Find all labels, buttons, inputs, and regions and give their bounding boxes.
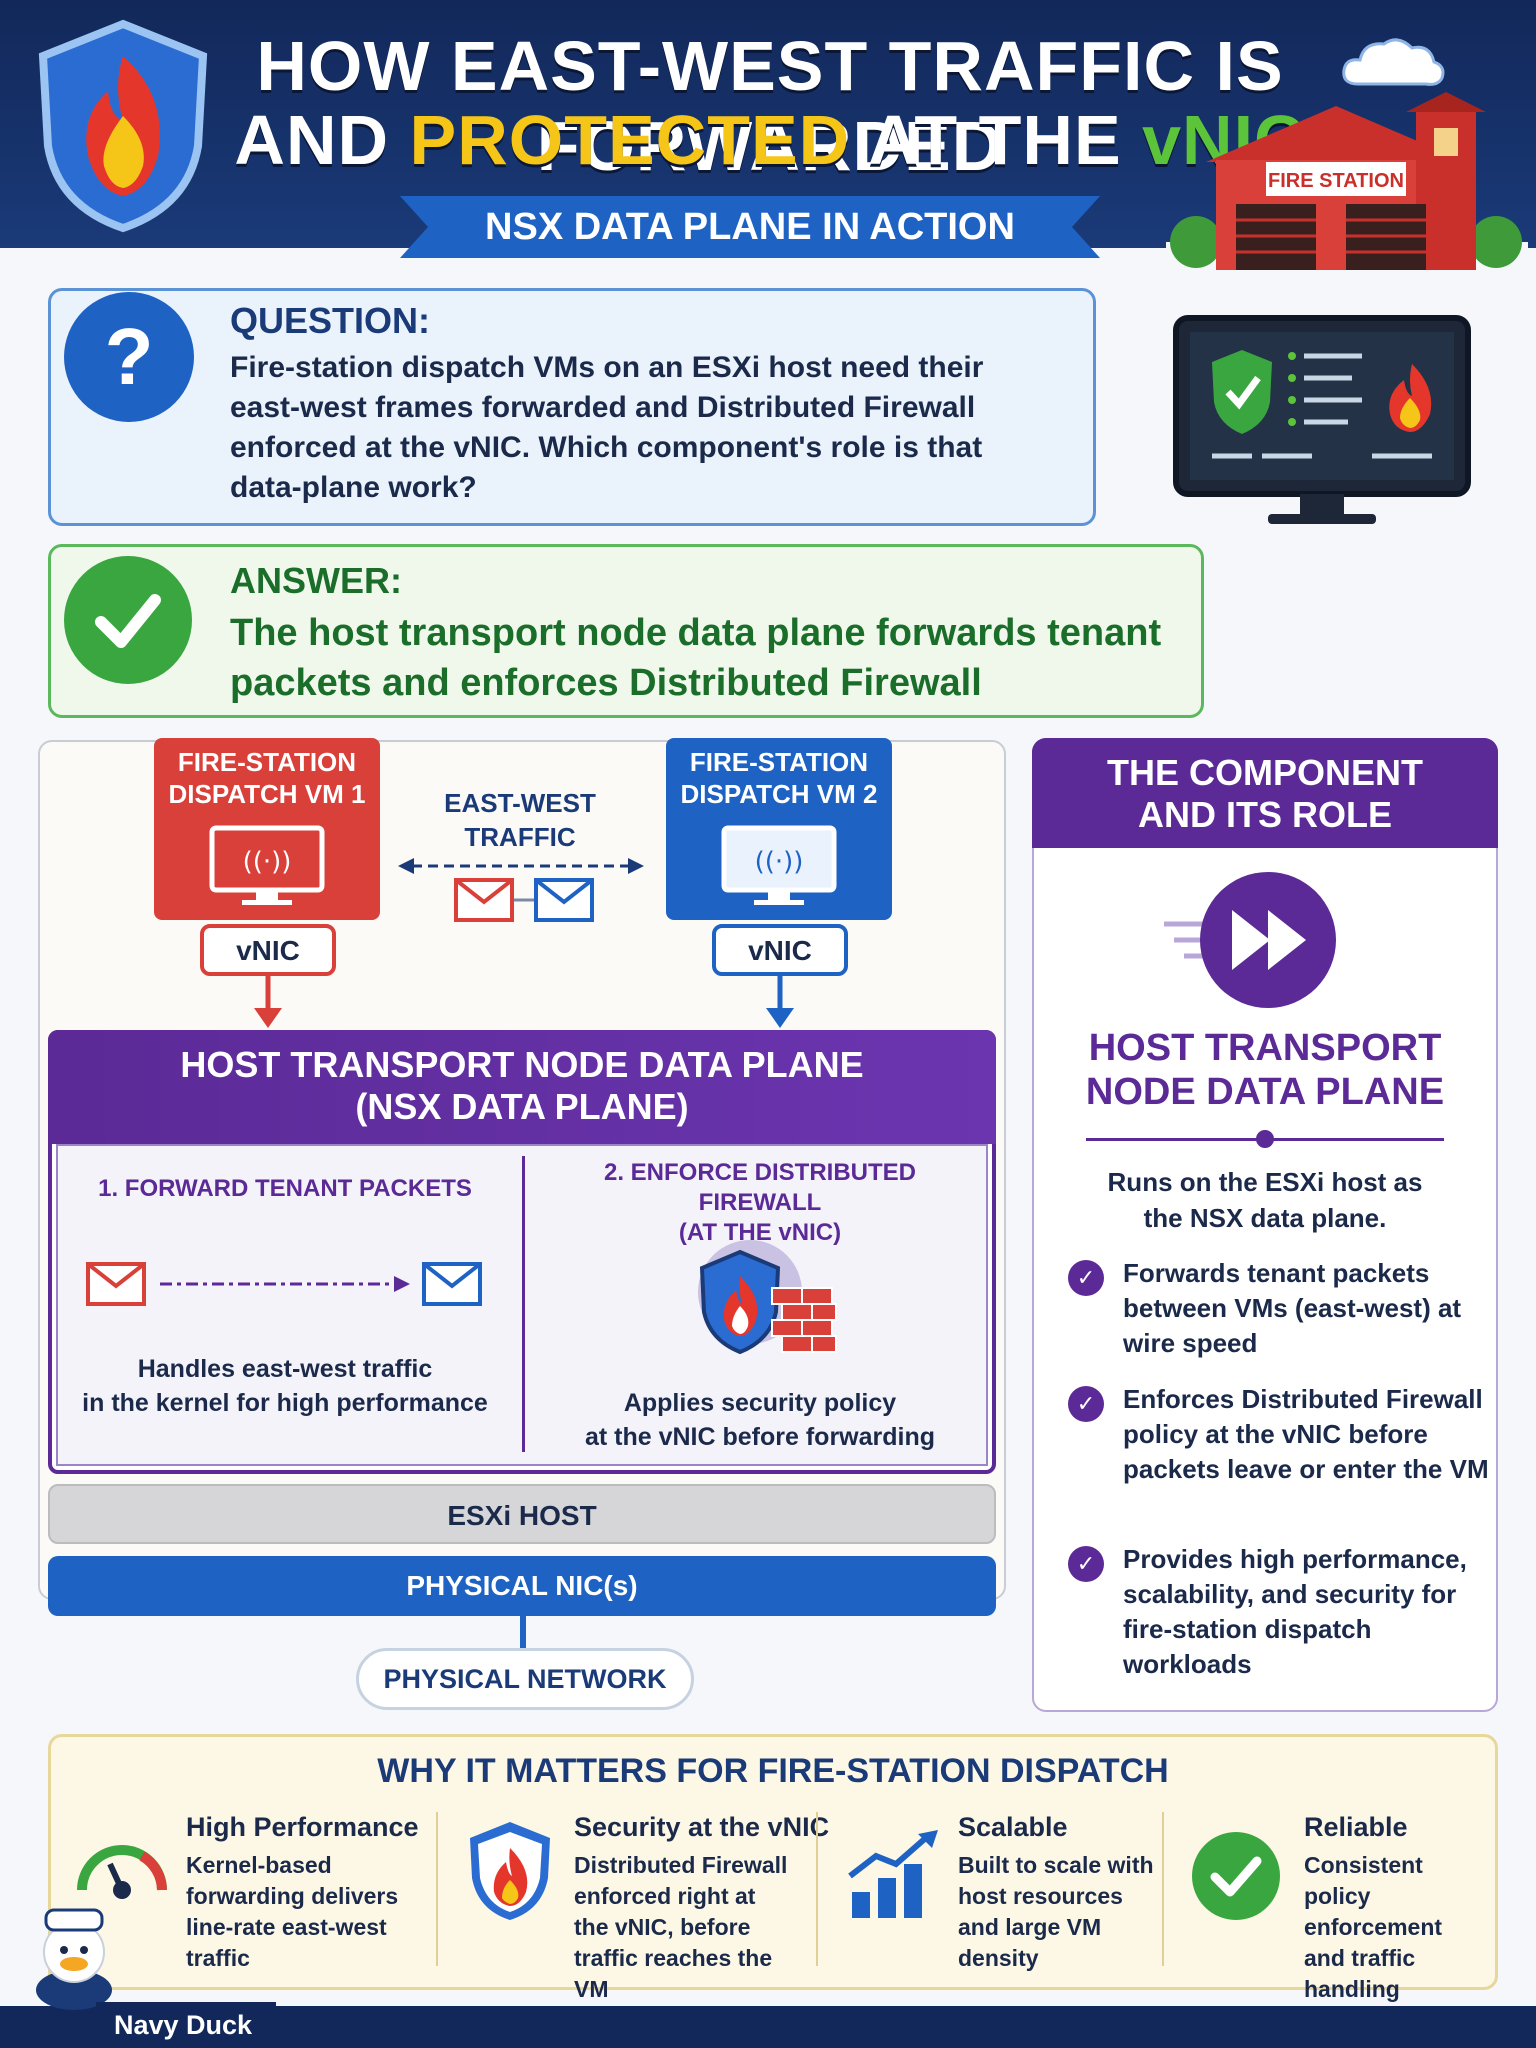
why-divider [1162, 1812, 1164, 1966]
answer-text: The host transport node data plane forwa… [230, 612, 1162, 704]
vm2-monitor-icon: ((·)) [721, 825, 837, 905]
step-divider [522, 1156, 525, 1452]
role-panel-heading: THE COMPONENT AND ITS ROLE [1032, 738, 1498, 848]
east-west-arrow [398, 858, 644, 922]
answer-box [48, 544, 1204, 718]
question-box [48, 288, 1096, 526]
title-line-1: HOW EAST-WEST TRAFFIC IS FORWARDED [256, 27, 1284, 185]
svg-text:((·)): ((·)) [243, 847, 292, 877]
role-intro-line-2: the NSX data plane. [1143, 1203, 1387, 1233]
title-part: AT THE [850, 101, 1143, 179]
check-circle-icon [64, 556, 192, 684]
fast-forward-icon [1164, 872, 1336, 1008]
shield-fire-icon [38, 19, 208, 233]
why-col2-text: Distributed Firewall enforced right at t… [574, 1852, 788, 2002]
role-intro-line-1: Runs on the ESXi host as [1107, 1167, 1423, 1197]
title-highlight-protected: PROTECTED [409, 101, 851, 179]
subtitle-ribbon: NSX DATA PLANE IN ACTION [400, 196, 1100, 258]
step2-title-line-1: 2. ENFORCE DISTRIBUTED FIREWALL [603, 1159, 917, 1216]
network-link-line [520, 1616, 526, 1650]
check-icon: ✓ [1068, 1260, 1104, 1296]
footer-brand: Navy Duck [96, 2002, 276, 2048]
physical-network-cloud: PHYSICAL NETWORK [356, 1648, 694, 1710]
check-icon: ✓ [1068, 1546, 1104, 1582]
step1-title: 1. FORWARD TENANT PACKETS [98, 1175, 472, 1202]
title-part: AND [234, 101, 410, 179]
check-circle-icon [1192, 1832, 1280, 1920]
why-divider [816, 1812, 818, 1966]
step2-text-line-2: at the vNIC before forwarding [584, 1423, 936, 1451]
question-text: Fire-station dispatch VMs on an ESXi hos… [230, 351, 984, 504]
host-data-plane-header: HOST TRANSPORT NODE DATA PLANE (NSX DATA… [48, 1030, 996, 1144]
why-title: WHY IT MATTERS FOR FIRE-STATION DISPATCH [377, 1752, 1169, 1790]
vm1-monitor-icon: ((·)) [209, 825, 325, 905]
vm2-label: FIRE-STATION DISPATCH VM 2 [680, 747, 878, 809]
why-col1-title: High Performance [186, 1812, 419, 1842]
growth-chart-icon [848, 1830, 938, 1918]
title-line-2: AND PROTECTED AT THE vNIC [200, 100, 1340, 180]
security-monitor-icon [1173, 315, 1471, 524]
step1-text-line-1: Handles east-west traffic [137, 1355, 433, 1383]
role-item-text: Provides high performance, scalability, … [1123, 1544, 1467, 1679]
role-item-text: Enforces Distributed Firewall policy at … [1123, 1384, 1489, 1484]
why-col4-text: Consistent policy enforcement and traffi… [1304, 1852, 1443, 2002]
why-col2-title: Security at the vNIC [574, 1812, 830, 1842]
host-title-line-1: HOST TRANSPORT NODE DATA PLANE [180, 1044, 864, 1085]
vnic1-badge: vNIC [200, 924, 336, 976]
step1-text: Handles east-west traffic in the kernel … [70, 1352, 500, 1420]
host-title-line-2: (NSX DATA PLANE) [355, 1086, 689, 1127]
question-mark-icon: ? [64, 292, 194, 422]
why-col1-text: Kernel-based forwarding delivers line-ra… [186, 1852, 399, 1971]
esxi-host-bar: ESXi HOST [48, 1484, 996, 1544]
why-col3-text: Built to scale with host resources and l… [958, 1852, 1154, 1971]
physical-nic-bar: PHYSICAL NIC(s) [48, 1556, 996, 1616]
duck-mascot-icon [36, 1908, 112, 2010]
firewall-shield-icon [698, 1240, 837, 1355]
speedometer-icon [77, 1845, 167, 1899]
fire-station-sign: FIRE STATION [1268, 170, 1404, 192]
step2-text-line-1: Applies security policy [623, 1389, 897, 1417]
role-heading-line-1: THE COMPONENT [1106, 752, 1423, 793]
east-west-traffic-label: EAST-WEST TRAFFIC [444, 788, 596, 852]
cloud-icon [1342, 38, 1445, 86]
step1-text-line-2: in the kernel for high performance [82, 1389, 488, 1417]
role-heading-line-2: AND ITS ROLE [1137, 794, 1392, 835]
role-title: HOST TRANSPORT NODE DATA PLANE [1050, 1026, 1480, 1114]
role-title-line-1: HOST TRANSPORT [1088, 1027, 1442, 1069]
step2-text: Applies security policy at the vNIC befo… [540, 1386, 980, 1454]
vm1-label: FIRE-STATION DISPATCH VM 1 [168, 747, 366, 809]
question-label: QUESTION: [230, 300, 431, 341]
check-icon: ✓ [1068, 1386, 1104, 1422]
role-divider-dot [1256, 1130, 1274, 1148]
shield-fire-icon [470, 1822, 550, 1920]
why-col4-title: Reliable [1304, 1812, 1408, 1842]
packet-forward-icon [86, 1262, 482, 1306]
vnic2-down-arrow [766, 976, 794, 1028]
why-col3-title: Scalable [958, 1812, 1068, 1842]
role-item-text: Forwards tenant packets between VMs (eas… [1123, 1258, 1462, 1358]
svg-text:((·)): ((·)) [755, 847, 804, 877]
role-intro: Runs on the ESXi host as the NSX data pl… [1060, 1164, 1470, 1236]
vnic1-down-arrow [254, 976, 282, 1028]
vnic2-badge: vNIC [712, 924, 848, 976]
role-title-line-2: NODE DATA PLANE [1085, 1071, 1445, 1113]
why-divider [436, 1812, 438, 1966]
fire-station-icon: FIRE STATION [1166, 92, 1528, 278]
answer-label: ANSWER: [230, 560, 402, 601]
